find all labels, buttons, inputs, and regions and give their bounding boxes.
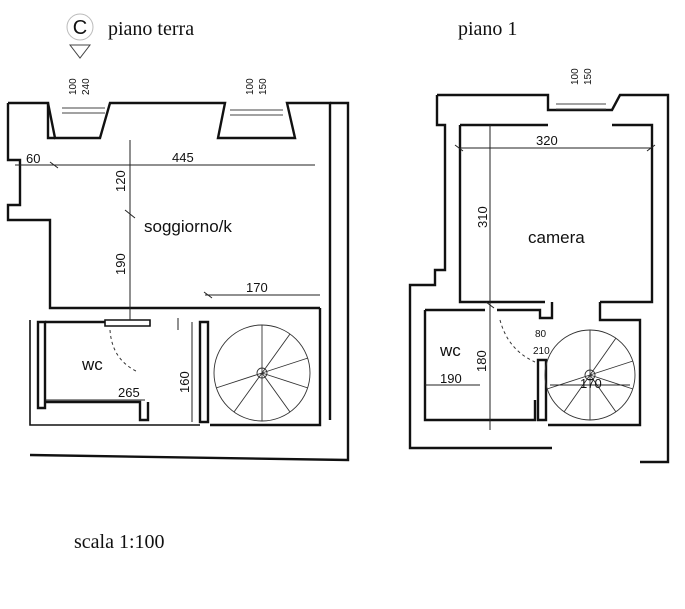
ff-room-wc: wc (439, 341, 461, 360)
ff-wall-wc-top (425, 302, 554, 320)
ff-window-a: 100 (570, 68, 581, 85)
ff-door-swing (499, 319, 536, 363)
gf-wall-stair-partition (198, 320, 210, 424)
gf-dim-170: 170 (246, 280, 268, 295)
gf-window-left (62, 107, 105, 114)
ff-wall-left (408, 95, 552, 450)
ff-wall-stair (548, 302, 642, 427)
ff-room-bed: camera (528, 228, 585, 247)
gf-window-left-a: 100 (68, 78, 79, 95)
gf-dim-60: 60 (26, 151, 40, 166)
scale-label: scala 1:100 (74, 531, 165, 553)
first-floor-plan: piano 1 100 150 320 310 80 210 (408, 18, 670, 464)
ff-window-b: 150 (583, 68, 594, 85)
ff-dim-ticks (454, 144, 656, 309)
ff-dim-180: 180 (474, 350, 489, 372)
ff-window (556, 103, 606, 110)
ground-floor-plan: C piano terra 100 240 100 150 (6, 13, 350, 462)
gf-room-wc: wc (81, 355, 103, 374)
gf-spiral-staircase (213, 324, 311, 422)
gf-window-right-a: 100 (245, 78, 256, 95)
ff-wall-outer (437, 93, 670, 464)
gf-wall-top (46, 101, 332, 420)
gf-wall-bottom-right (210, 308, 322, 427)
gf-window-right (230, 109, 283, 116)
gf-door-frame (104, 319, 151, 327)
ff-wall-inner-left (458, 125, 545, 304)
ff-wall-inner-top (460, 123, 654, 304)
gf-wall-right-outer (29, 101, 350, 462)
gf-dim-265: 265 (118, 385, 140, 400)
ff-spiral-staircase (544, 329, 636, 421)
gf-wall-top-left (8, 101, 55, 140)
gf-dim-190: 190 (113, 253, 128, 275)
gf-dim-445: 445 (172, 150, 194, 165)
ff-dim-80: 80 (535, 329, 547, 340)
ff-wall-wc (423, 310, 537, 422)
gf-dim-160: 160 (177, 371, 192, 393)
gf-window-left-b: 240 (81, 78, 92, 95)
ground-floor-title: piano terra (108, 18, 194, 40)
ff-dim-210: 210 (533, 346, 550, 357)
ff-dim-190: 190 (440, 371, 462, 386)
ff-dim-170: 170 (580, 376, 602, 391)
gf-room-living: soggiorno/k (144, 217, 232, 236)
gf-dim-ticks (49, 161, 213, 330)
ff-dim-320: 320 (536, 133, 558, 148)
ff-wall-wc-right (536, 358, 548, 422)
gf-window-right-b: 150 (258, 78, 269, 95)
compass-mark: C (66, 13, 94, 59)
ff-dim-310: 310 (475, 206, 490, 228)
gf-wall-wc-left (36, 320, 47, 410)
first-floor-title: piano 1 (458, 18, 517, 40)
compass-arrow-icon (68, 44, 92, 59)
gf-wall-wc-bottom (45, 400, 150, 422)
gf-dim-120: 120 (113, 170, 128, 192)
compass-letter: C (73, 17, 87, 39)
gf-wall-left (6, 103, 320, 310)
gf-wall-bottom-left (29, 320, 200, 426)
gf-door-swing (109, 329, 139, 373)
